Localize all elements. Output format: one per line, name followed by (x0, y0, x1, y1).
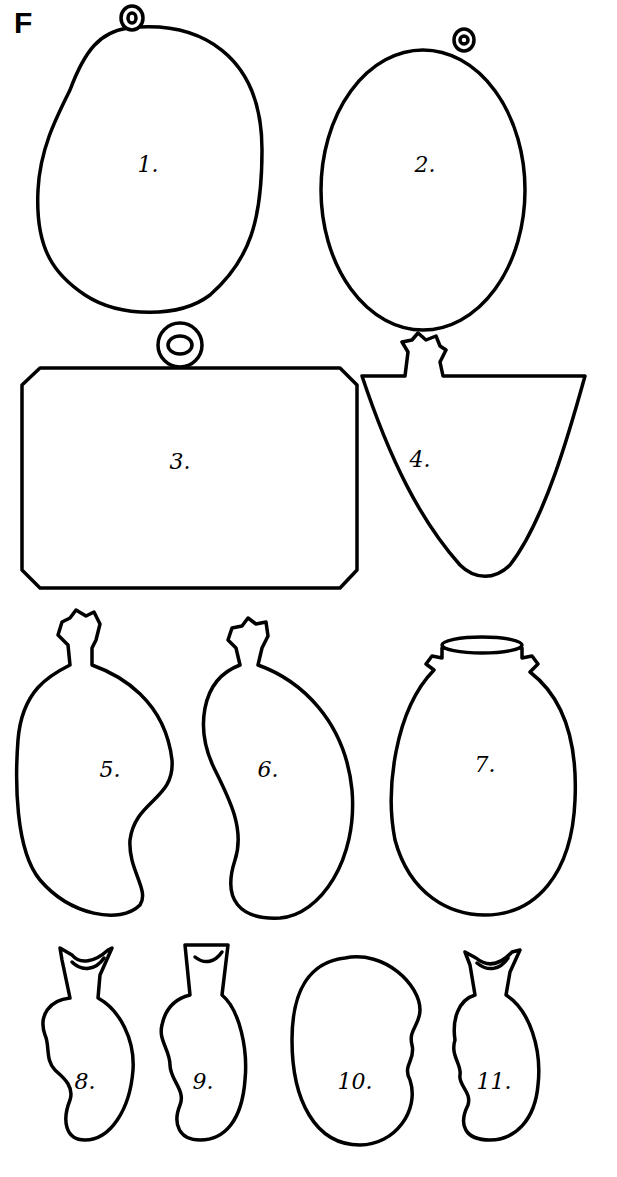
vessel-outline: 3. (18, 318, 362, 593)
figure-number: 4. (410, 449, 431, 471)
body-outline (362, 333, 585, 576)
body-outline (204, 618, 353, 918)
mouth (477, 958, 508, 969)
body-outline (22, 368, 357, 588)
vessel-outline: 9. (158, 942, 250, 1144)
vessel-outline: 5. (12, 606, 177, 921)
vessel-outline: 4. (358, 328, 590, 583)
vessel-outline: 11. (448, 946, 544, 1144)
vessel-outline: 1. (30, 2, 270, 322)
body-outline (391, 648, 575, 915)
loop (454, 29, 474, 51)
mouth (72, 958, 104, 968)
ring-hole (168, 336, 192, 354)
vessel-outline: 7. (382, 630, 580, 920)
vessel-svg (448, 946, 544, 1144)
ring (158, 323, 202, 367)
vessel-svg (288, 952, 424, 1149)
body-outline (38, 27, 262, 312)
figure-number: 1. (138, 154, 159, 176)
panel-letter: F (14, 8, 32, 38)
mouth (195, 952, 222, 962)
figure-number: 10. (338, 1071, 373, 1093)
vessel-outline: 8. (40, 942, 138, 1144)
figure-number: 8. (75, 1071, 96, 1093)
vessel-svg (358, 328, 590, 583)
body-outline (292, 957, 420, 1145)
loop-hole (460, 36, 468, 44)
loop (121, 6, 143, 30)
figure-number: 5. (100, 759, 121, 781)
vessel-svg (40, 942, 138, 1144)
body-outline (161, 945, 245, 1140)
figure-number: 7. (475, 754, 496, 776)
body-outline (321, 50, 525, 330)
vessel-svg (12, 606, 177, 921)
body-outline (454, 950, 539, 1140)
figure-number: 2. (415, 154, 436, 176)
vessel-outline: 6. (195, 612, 360, 924)
body-outline (17, 610, 173, 915)
body-outline (43, 948, 133, 1140)
vessel-outline: 10. (288, 952, 424, 1149)
vessel-svg (158, 942, 250, 1144)
rim (442, 637, 522, 653)
figure-number: 3. (170, 451, 191, 473)
figure-number: 6. (258, 759, 279, 781)
vessel-svg (315, 25, 530, 335)
figure-number: 9. (193, 1071, 214, 1093)
vessel-outline: 2. (315, 25, 530, 335)
loop-hole (128, 13, 136, 23)
figure-number: 11. (477, 1071, 512, 1093)
